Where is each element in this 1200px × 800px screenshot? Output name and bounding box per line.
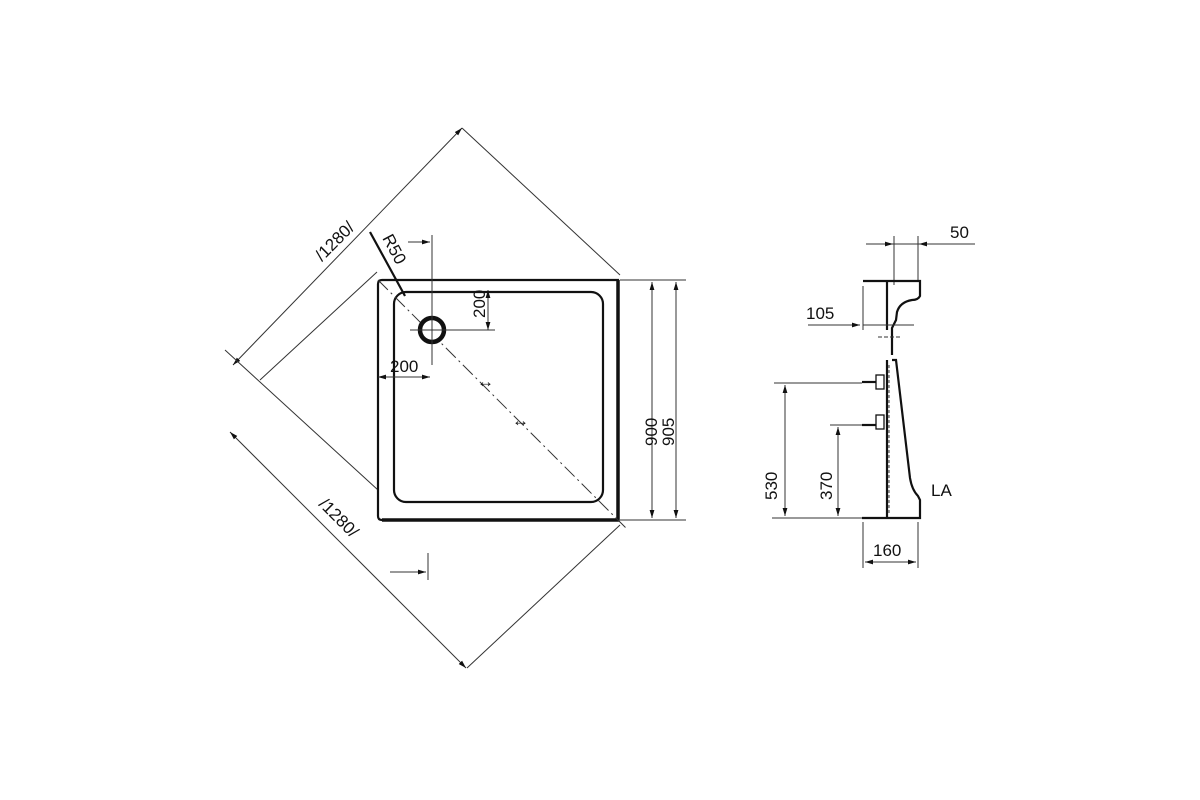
drain-offset-horizontal-label: 200 [390, 357, 418, 376]
centre-mark-icon: ↔ [477, 372, 494, 391]
outer-height-label: 905 [659, 418, 678, 446]
top-width-label: 50 [950, 223, 969, 242]
top-flange-profile [863, 279, 922, 355]
plan-view: ↔ ↔ /1280/ /1280/ R50 200 200 900 905 [224, 127, 686, 669]
side-view-label: LA [931, 481, 952, 500]
diagonal-centre-line [377, 279, 629, 531]
diagonal-bottom-label: /1280/ [315, 494, 362, 541]
extension-line [461, 127, 621, 276]
diagonal-dimension-line-bottom [229, 431, 467, 669]
inner-height-label: 900 [642, 418, 661, 446]
diagonal-dimension-line-top [232, 127, 463, 366]
extension-line [224, 349, 379, 491]
drain-offset-vertical-label: 200 [470, 290, 489, 318]
radius-leader [369, 231, 406, 297]
centre-mark-icon: ↔ [512, 411, 529, 430]
fixing-bracket-upper-icon [875, 374, 885, 390]
top-offset-label: 105 [806, 304, 834, 323]
side-view: 50 105 530 370 160 LA [762, 223, 975, 568]
diagonal-top-label: /1280/ [311, 218, 358, 265]
apron-profile [862, 358, 922, 520]
extension-line [466, 524, 621, 669]
radius-label: R50 [378, 231, 409, 267]
lower-fixing-height-label: 370 [817, 472, 836, 500]
tray-inner-basin [392, 290, 605, 504]
fixing-bracket-lower-icon [875, 414, 885, 430]
base-width-label: 160 [873, 541, 901, 560]
upper-fixing-height-label: 530 [762, 472, 781, 500]
tray-outline [376, 278, 620, 522]
extension-line [259, 271, 378, 381]
